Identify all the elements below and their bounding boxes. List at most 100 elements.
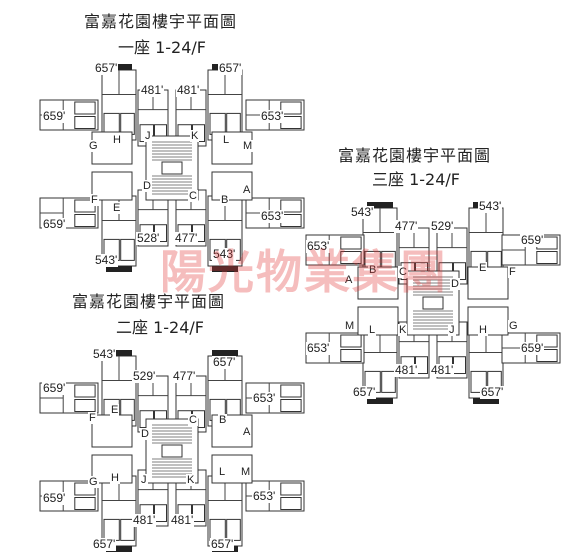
flat-label: C [188,414,198,426]
room-outline [280,399,302,412]
flat-label: A [242,184,252,196]
room-outline [161,161,183,175]
flat-label: H [478,324,488,336]
room-outline [74,214,96,227]
block-two-floor-plan: F E D C B A G H J K L M 543' 657' 529' 4… [36,348,308,554]
area-label: 653' [260,109,285,123]
area-label: 657' [94,61,119,75]
room-outline [209,112,226,135]
area-label: 653' [306,239,331,253]
room-outline [357,266,399,300]
room-outline [453,356,466,375]
flat-label: C [188,190,198,202]
block-two-subtitle: 二座 1-24/F [116,318,204,337]
room-outline [340,349,362,362]
room-outline [340,236,362,250]
room-outline [381,370,396,393]
balcony-hatch [367,202,393,208]
area-label: 657' [218,61,243,75]
block-one-floor-plan: G H J K L M F E D C B A 657' 481' 481' 6… [36,62,308,274]
flat-label: L [222,134,231,146]
area-label: 481' [394,363,419,377]
area-label: 543' [92,347,117,361]
flat-label: E [478,262,488,274]
room-outline [74,116,96,129]
flat-label: F [508,266,517,278]
area-label: 529' [132,369,157,383]
area-label: 529' [430,219,455,233]
flat-label: E [112,202,122,214]
block-one-subtitle: 一座 1-24/F [118,38,206,57]
flat-label: G [508,320,519,332]
room-outline [467,266,509,300]
block-one-title: 富嘉花園樓宇平面圖 [84,12,238,31]
flat-label: D [142,180,152,192]
room-outline [280,482,302,496]
area-label: 481' [176,83,201,97]
block-two-title: 富嘉花園樓宇平面圖 [72,292,226,311]
block-one-drawing [39,64,305,272]
balcony-hatch [367,398,393,404]
room-outline [74,384,96,398]
room-outline [280,101,302,115]
room-outline [120,238,135,261]
flat-label: J [140,474,148,486]
area-label: 659' [520,341,545,355]
area-label: 653' [252,391,277,405]
flat-label: H [110,472,120,484]
room-outline [280,199,302,213]
area-label: 477' [172,369,197,383]
balcony-hatch [106,350,132,356]
block-two-drawing [39,350,305,552]
area-label: 543' [212,247,237,261]
area-label: 659' [42,381,67,395]
flat-label: L [368,324,377,336]
balcony-hatch [212,266,238,272]
flat-label: J [448,324,456,336]
room-outline [280,497,302,510]
room-outline [103,112,120,135]
block-three-drawing [305,202,561,404]
room-outline [74,399,96,412]
area-label: 481' [170,513,195,527]
area-label: 657' [92,537,117,551]
area-label: 659' [42,217,67,231]
flat-label: B [220,194,230,206]
room-outline [154,504,167,523]
block-three-floor-plan: A B C D E F M L K J H G 543' 477' 529' 5… [302,200,564,406]
room-outline [340,334,362,348]
flat-label: G [88,476,99,488]
room-outline [161,444,183,458]
balcony-hatch [473,398,499,404]
area-label: 543' [478,199,503,213]
area-label: 657' [210,537,235,551]
flat-label: M [344,320,356,332]
flat-label: L [218,466,227,478]
flat-label: K [186,474,196,486]
flat-label: F [90,194,99,206]
balcony-hatch [212,350,238,356]
area-label: 477' [394,219,419,233]
watermark: 陽光物業集團 [160,245,448,299]
room-outline [340,251,362,264]
block-three-subtitle: 三座 1-24/F [372,170,460,189]
flat-label: M [242,140,254,152]
balcony-hatch [106,546,132,552]
area-label: 481' [430,363,455,377]
flat-label: D [140,428,150,440]
room-outline [357,306,399,336]
area-label: 481' [132,513,157,527]
flat-label: K [398,324,408,336]
area-label: 481' [140,83,165,97]
area-label: 653' [260,209,285,223]
room-outline [120,518,135,541]
area-label: 659' [520,233,545,247]
flat-label: F [88,412,97,424]
balcony-hatch [106,64,132,70]
room-outline [536,251,558,264]
flat-label: A [242,426,252,438]
area-label: 657' [480,385,505,399]
area-label: 657' [352,385,377,399]
flat-label: B [218,414,228,426]
